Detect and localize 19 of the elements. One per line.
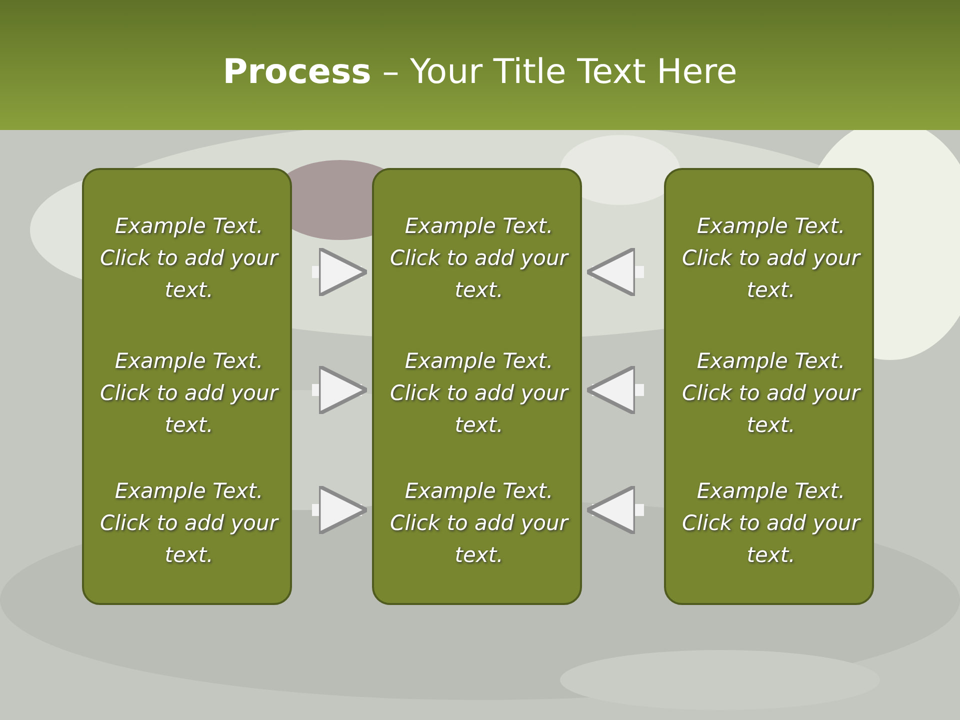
- arrow: [312, 246, 369, 298]
- body-text: Example Text. Click to add your text.: [681, 213, 862, 304]
- body-text: Example Text. Click to add your text.: [99, 478, 280, 569]
- slide-title: Process – Your Title Text Here: [222, 52, 738, 92]
- arrow: [312, 484, 369, 536]
- body-text: Example Text. Click to add your text.: [389, 348, 570, 439]
- text-panel: [82, 168, 292, 605]
- text-panel: [372, 168, 582, 605]
- arrow: [585, 364, 644, 416]
- body-text: Example Text. Click to add your text.: [681, 478, 862, 569]
- arrow: [585, 246, 644, 298]
- body-text: Example Text. Click to add your text.: [99, 213, 280, 304]
- text-panel: [664, 168, 874, 605]
- body-text: Example Text. Click to add your text.: [681, 348, 862, 439]
- arrow: [585, 484, 644, 536]
- body-text: Example Text. Click to add your text.: [99, 348, 280, 439]
- body-text: Example Text. Click to add your text.: [389, 213, 570, 304]
- arrow: [312, 364, 369, 416]
- body-text: Example Text. Click to add your text.: [389, 478, 570, 569]
